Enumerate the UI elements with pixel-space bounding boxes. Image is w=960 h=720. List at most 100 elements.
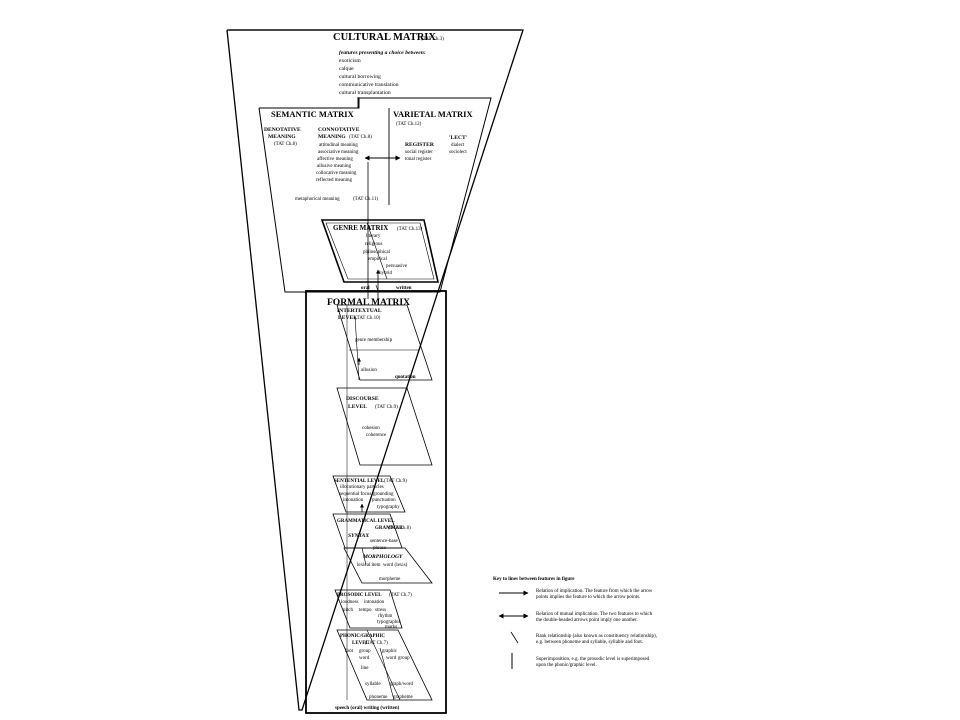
discourse-title: LEVEL — [348, 404, 367, 410]
genre-matrix-title: GENRE MATRIX — [333, 224, 388, 232]
cultural-item: exoticism — [339, 58, 361, 64]
metaphorical-ref: (TAT Ch.11) — [353, 197, 378, 202]
cultural-item: cultural borrowing — [339, 74, 381, 80]
register-item: tonal register — [405, 157, 432, 162]
key-entry: Relation of mutual implication. The two … — [536, 612, 653, 617]
metaphorical-meaning: metaphorical meaning — [295, 197, 340, 202]
key-legend: Key to lines between features in figure … — [493, 577, 657, 669]
sentential-item: grounding — [373, 492, 394, 497]
genre-matrix: GENRE MATRIX (TAT Ch.13) literary religi… — [320, 162, 440, 299]
lect-item: sociolect — [449, 150, 467, 155]
grammatical-ref: (TAT Ch.8) — [388, 526, 411, 531]
genre-item: hybrid — [379, 271, 393, 276]
intertextual-ref: (TAT Ch.10) — [355, 316, 381, 321]
phonic-item: graph/word — [390, 682, 414, 687]
key-entry: points implies the feature to which the … — [536, 595, 640, 600]
sentential-item: intonation — [343, 498, 364, 503]
sentential-item: punctuation — [372, 498, 396, 503]
morphology-item: word (lexis) — [383, 563, 408, 568]
lect-label: 'LECT' — [449, 135, 468, 141]
prosodic-item: marks — [385, 625, 397, 630]
intertextual-title: LEVEL — [338, 315, 357, 321]
cultural-matrix-title: CULTURAL MATRIX — [333, 32, 436, 43]
genre-item: philosophical — [363, 250, 391, 255]
connotative-label: MEANING — [318, 134, 346, 140]
prosodic-ref: (TAT Ch.7) — [389, 593, 412, 598]
denotative-label: MEANING — [268, 134, 296, 140]
sentential-item: typography — [377, 505, 400, 510]
phonic-title: PHONIC/GRAPHIC — [340, 634, 385, 639]
morphology-item: lexical item — [357, 563, 381, 568]
formal-matrix: FORMAL MATRIX INTERTEXTUAL LEVEL (TAT Ch… — [305, 290, 447, 714]
connotative-item: allusive meaning — [317, 164, 352, 169]
sentential-ref: (TAT Ch.9) — [384, 479, 407, 484]
phonic-title: LEVEL — [352, 641, 370, 646]
cultural-item: calque — [339, 66, 354, 72]
grammatical-title: GRAMMATICAL LEVEL — [337, 519, 395, 524]
cultural-choice-heading: features presenting a choice between: — [339, 50, 426, 56]
prosodic-item: intonation — [364, 600, 385, 605]
formal-bottom-label: speech (oral) writing (written) — [335, 706, 400, 711]
phonic-ref: (TAT Ch.7) — [365, 641, 388, 646]
phonic-item: group — [398, 656, 410, 661]
prosodic-item: tempo — [359, 608, 372, 613]
intertextual-item: genre membership — [355, 338, 393, 343]
prosodic-item: rhythm — [378, 614, 393, 619]
semantic-matrix-title: SEMANTIC MATRIX — [271, 109, 355, 119]
sentential-item: sequential focus — [339, 492, 371, 497]
formal-matrix-title: FORMAL MATRIX — [327, 298, 410, 308]
syntax-item: phrase — [373, 546, 387, 551]
phonic-item: graphic — [382, 649, 398, 654]
phonic-item: syllable — [365, 682, 381, 687]
genre-oral: oral — [361, 286, 370, 291]
sentential-item: illocutionary particles — [340, 485, 384, 490]
phonic-item: grapheme — [393, 695, 413, 700]
intertextual-item: allusion — [361, 368, 377, 373]
register-item: social register — [405, 150, 433, 155]
syntax-item: sentence-base — [370, 539, 399, 544]
prosodic-item: loudness — [341, 600, 359, 605]
sentential-title: SENTENTIAL LEVEL — [334, 479, 385, 484]
connotative-item: affective meaning — [317, 157, 353, 162]
prosodic-item: typographic — [377, 620, 402, 625]
connotative-label: CONNOTATIVE — [318, 127, 360, 133]
connotative-item: collocative meaning — [316, 171, 357, 176]
genre-item: persuasive — [386, 264, 408, 269]
genre-item: religious — [365, 242, 383, 247]
denotative-ref: (TAT Ch.8) — [274, 142, 297, 147]
varietal-ref: (TAT Ch.12) — [396, 122, 422, 127]
grammar-label: GRAMMAR — [375, 526, 403, 531]
key-entry: Rank relationship (also known as constit… — [536, 634, 657, 639]
cultural-item: cultural transplantation — [339, 90, 391, 96]
phonic-item: group — [359, 649, 371, 654]
key-entry: the double-headed arrows point imply one… — [536, 618, 638, 623]
cultural-item: communicative translation — [339, 82, 399, 88]
prosodic-item: stress — [375, 608, 386, 613]
discourse-item: cohesion — [362, 426, 380, 431]
varietal-matrix-title: VARIETAL MATRIX — [393, 109, 473, 119]
phonic-item: word — [359, 656, 370, 661]
key-entry: e.g. between phoneme and syllable, sylla… — [536, 640, 643, 645]
rank-line-icon — [510, 631, 519, 644]
genre-item: literary — [366, 234, 381, 239]
phonic-item: foot — [345, 649, 354, 654]
prosodic-item: pitch — [343, 608, 353, 613]
intertextual-title: INTERTEXTUAL — [337, 308, 382, 314]
discourse-title: DISCOURSE — [346, 396, 379, 402]
phonic-item: phoneme — [369, 695, 388, 700]
genre-written: written — [396, 286, 412, 291]
denotative-label: DENOTATIVE — [264, 127, 301, 133]
genre-ref: (TAT Ch.13) — [397, 227, 423, 232]
prosodic-title: PROSODIC LEVEL — [337, 593, 382, 598]
semantic-matrix: SEMANTIC MATRIX DENOTATIVE MEANING (TAT … — [258, 97, 492, 293]
discourse-ref: (TAT Ch.9) — [375, 405, 398, 410]
phonic-item: word — [386, 656, 397, 661]
morpheme-label: morpheme — [379, 577, 401, 582]
discourse-item: coherence — [366, 433, 387, 438]
key-entry: Superimposition, e.g. the prosodic level… — [536, 657, 650, 662]
connotative-item: attitudinal meaning — [319, 143, 358, 148]
connotative-ref: (TAT Ch.8) — [349, 135, 372, 140]
key-entry: upon the phonic/graphic level. — [536, 663, 597, 668]
